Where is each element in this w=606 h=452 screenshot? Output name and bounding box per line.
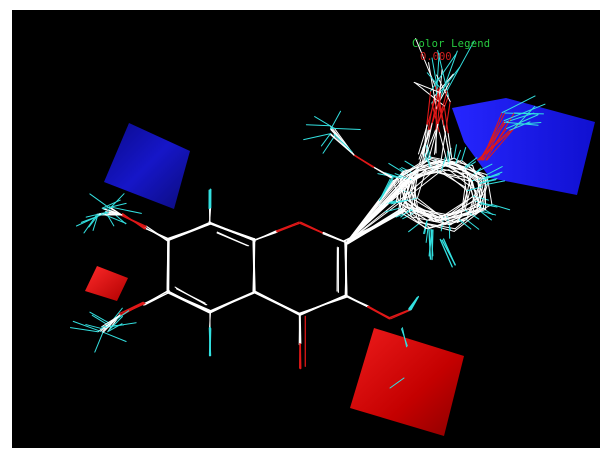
color-legend-title: Color Legend bbox=[412, 38, 490, 50]
color-legend-value: 0.000 bbox=[420, 51, 452, 63]
molecule-bonds bbox=[70, 39, 544, 388]
molecular-scene bbox=[12, 10, 600, 448]
red-contour-small bbox=[85, 266, 128, 301]
blue-contour-left bbox=[104, 123, 190, 209]
molecule-viewport[interactable]: Color Legend 0.000 bbox=[12, 10, 600, 448]
